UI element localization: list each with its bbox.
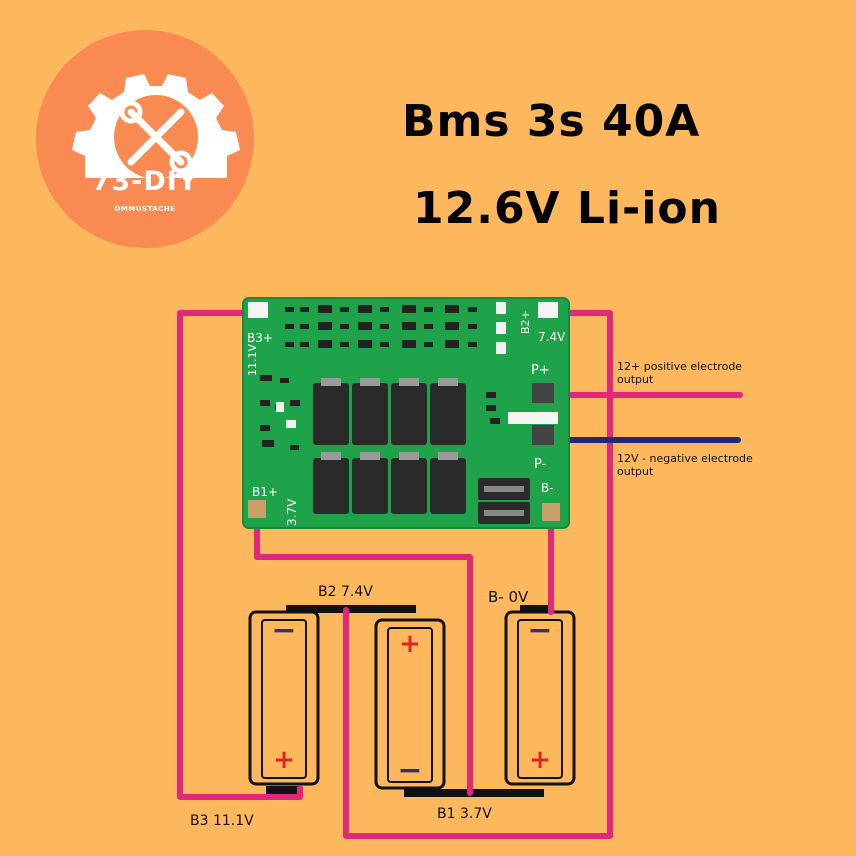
- bminus-cell-label: B- 0V: [488, 588, 529, 606]
- b1-cell-label: B1 3.7V: [437, 806, 492, 822]
- label-b2-voltage: 7.4V: [538, 330, 566, 344]
- b1-plus-sign: +: [529, 745, 551, 775]
- label-b1-voltage: 3.7V: [285, 498, 299, 526]
- gear-icon: [72, 74, 240, 188]
- label-p-minus: P-: [534, 457, 547, 472]
- logo-badge: 73-DIY OMMUSTACHE: [36, 30, 254, 248]
- b2-minus-sign: −: [397, 753, 422, 788]
- title-line-1: Bms 3s 40A: [402, 96, 701, 147]
- pad-b1: [248, 500, 266, 518]
- pad-b2: [538, 302, 558, 318]
- battery-cell-b1: − +: [504, 610, 576, 786]
- wrench-screwdriver-icon: [127, 108, 185, 166]
- bms-board: B3+ 11.1V B2+ 7.4V B1+ 3.7V B- P+ P-: [242, 297, 570, 529]
- negative-output-label-2: output: [617, 465, 654, 478]
- positive-output-label-2: output: [617, 373, 654, 386]
- title-line-2: 12.6V Li-ion: [413, 183, 721, 234]
- b3-cell-label: B3 11.1V: [190, 813, 254, 829]
- pad-b3: [248, 302, 268, 318]
- mosfet-row-bottom: [313, 452, 466, 514]
- b3-plus-sign: +: [273, 745, 295, 775]
- b2-plus-sign: +: [399, 629, 421, 659]
- mosfet-row-top: [313, 378, 466, 445]
- label-b-minus: B-: [541, 481, 554, 495]
- pad-bminus: [542, 503, 560, 521]
- label-b3-voltage: 11.1V: [246, 344, 259, 376]
- b2-cell-label: B2 7.4V: [318, 584, 373, 600]
- label-p-plus: P+: [531, 363, 550, 378]
- logo-tagline: OMMUSTACHE: [114, 205, 176, 213]
- battery-cell-b3: − +: [248, 610, 320, 786]
- logo-name: 73-DIY: [91, 166, 199, 197]
- negative-output-label: 12V - negative electrode: [617, 452, 753, 465]
- label-b3-plus: B3+: [247, 331, 273, 345]
- b3-minus-sign: −: [271, 613, 296, 648]
- label-b2-plus: B2+: [519, 310, 532, 334]
- positive-output-label: 12+ positive electrode: [617, 360, 742, 373]
- bus-bars: [266, 605, 550, 797]
- pad-divider: [508, 412, 558, 424]
- label-b1-plus: B1+: [252, 485, 278, 499]
- b1-minus-sign: −: [527, 613, 552, 648]
- battery-cell-b2: + −: [374, 618, 446, 790]
